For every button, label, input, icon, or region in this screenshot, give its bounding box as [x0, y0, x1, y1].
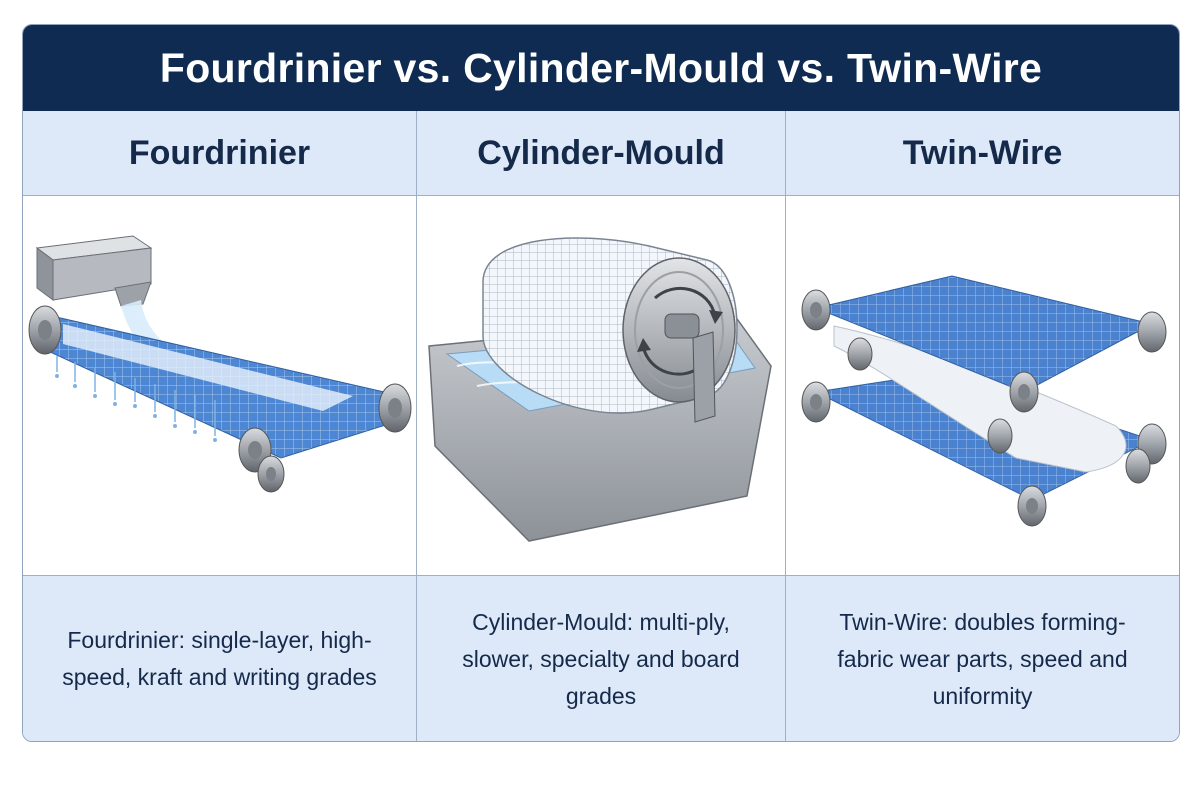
cylinder-mould-illustration: [417, 196, 785, 575]
column-header: Twin-Wire: [786, 111, 1179, 196]
column-divider: [416, 111, 417, 741]
column-caption: Cylinder-Mould: multi-ply, slower, speci…: [462, 608, 740, 709]
column-caption: Fourdrinier: single-layer, high-speed, k…: [62, 627, 377, 690]
column-caption-panel: Fourdrinier: single-layer, high-speed, k…: [23, 575, 416, 741]
fourdrinier-illustration: [23, 196, 416, 575]
title-bar: Fourdrinier vs. Cylinder-Mould vs. Twin-…: [23, 25, 1179, 111]
column-caption-panel: Twin-Wire: doubles forming-fabric wear p…: [786, 575, 1179, 741]
cylinder-mould-machine-icon: [428, 237, 772, 542]
page-title: Fourdrinier vs. Cylinder-Mould vs. Twin-…: [159, 44, 1043, 91]
twin-wire-illustration: [786, 196, 1179, 575]
column-caption: Twin-Wire: doubles forming-fabric wear p…: [837, 608, 1128, 709]
twin-wire-machine-icon: [801, 275, 1167, 527]
column-header: Cylinder-Mould: [417, 111, 785, 196]
column-heading: Cylinder-Mould: [477, 133, 725, 172]
column-header: Fourdrinier: [23, 111, 416, 196]
column-fourdrinier: Fourdrinier: [23, 111, 416, 741]
column-caption-panel: Cylinder-Mould: multi-ply, slower, speci…: [417, 575, 785, 741]
comparison-card: Fourdrinier vs. Cylinder-Mould vs. Twin-…: [22, 24, 1180, 742]
fourdrinier-machine-icon: [28, 235, 412, 493]
column-heading: Fourdrinier: [128, 133, 311, 172]
column-divider: [785, 111, 786, 741]
column-twin-wire: Twin-Wire: [786, 111, 1179, 741]
column-cylinder-mould: Cylinder-Mould: [417, 111, 785, 741]
column-heading: Twin-Wire: [902, 133, 1063, 172]
